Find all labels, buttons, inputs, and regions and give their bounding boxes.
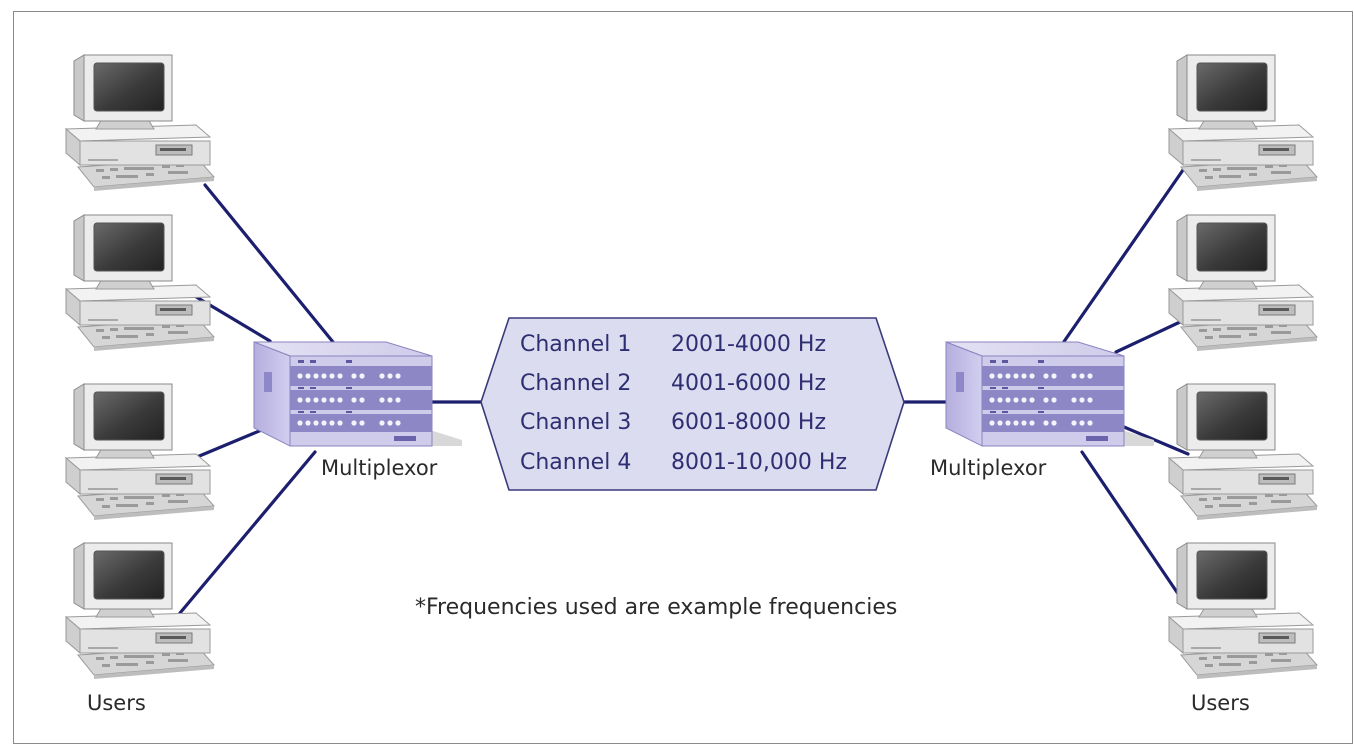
right-multiplexor-label: Multiplexor — [930, 456, 1047, 480]
link-left-user-2 — [186, 290, 272, 343]
left-user-computer-3 — [65, 383, 215, 521]
link-right-user-4 — [1080, 450, 1189, 609]
channel-name: Channel 3 — [520, 410, 632, 435]
channel-medium — [480, 317, 905, 491]
right-user-computer-4 — [1168, 542, 1318, 680]
right-multiplexor — [945, 341, 1155, 447]
left-users-label: Users — [87, 691, 146, 715]
channel-name: Channel 4 — [520, 450, 632, 475]
footnote: *Frequencies used are example frequencie… — [415, 595, 898, 620]
link-right-user-3 — [1122, 425, 1190, 456]
channel-frequency: 2001-4000 Hz — [671, 332, 826, 357]
link-left-user-4 — [178, 450, 317, 615]
left-user-computer-1 — [65, 54, 215, 192]
right-user-computer-2 — [1168, 214, 1318, 352]
right-user-computer-1 — [1168, 54, 1318, 192]
channel-name: Channel 2 — [520, 371, 632, 396]
left-multiplexor — [253, 341, 463, 447]
link-right-user-2 — [1114, 320, 1182, 354]
left-user-computer-4 — [65, 542, 215, 680]
link-left-user-1 — [203, 183, 335, 344]
left-multiplexor-label: Multiplexor — [321, 456, 438, 480]
channel-frequency: 4001-6000 Hz — [671, 371, 826, 396]
channel-name: Channel 1 — [520, 332, 632, 357]
channel-frequency: 6001-8000 Hz — [671, 410, 826, 435]
link-right-user-1 — [1061, 168, 1185, 345]
left-user-computer-2 — [65, 214, 215, 352]
right-users-label: Users — [1191, 691, 1250, 715]
channel-frequency: 8001-10,000 Hz — [671, 450, 847, 475]
right-user-computer-3 — [1168, 383, 1318, 521]
